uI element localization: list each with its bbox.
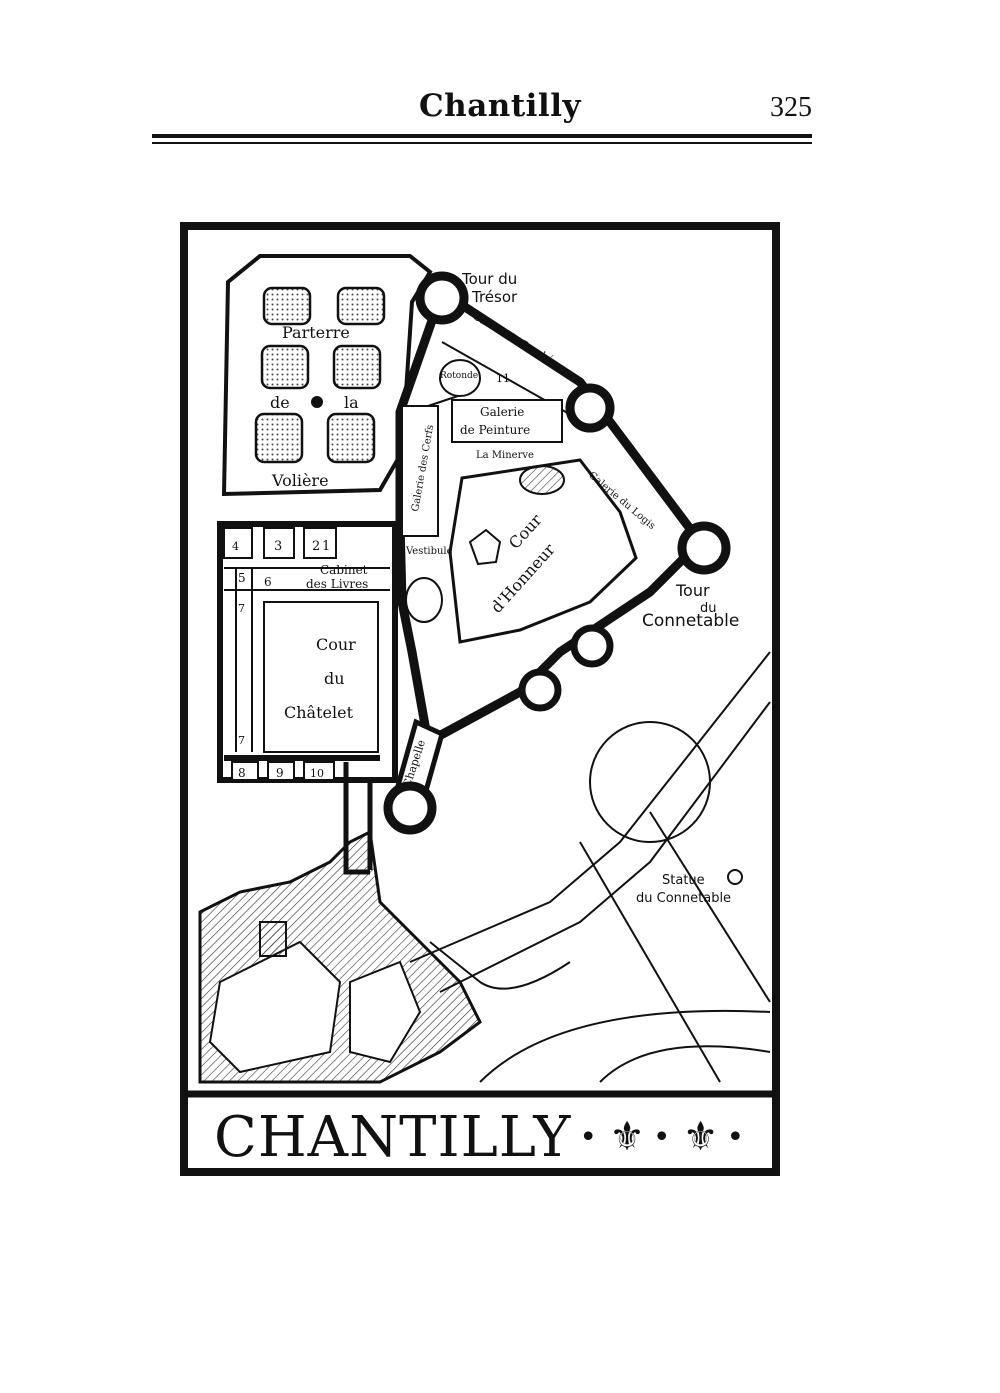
avenue-line: [479, 1009, 771, 1083]
label-galerie-peinture: Galerie: [480, 405, 524, 419]
label-tour-connetable: Tour: [675, 581, 710, 600]
label-vestibule: Vestibule: [405, 546, 453, 557]
avenue-line: [439, 701, 771, 993]
label-cour-chatelet: du: [324, 669, 345, 688]
label-cour-chatelet: Châtelet: [284, 703, 354, 722]
label-tour-connetable: Connetable: [642, 611, 739, 631]
avenue-line: [649, 811, 771, 1003]
staircase: [405, 577, 443, 623]
room-box: [223, 527, 253, 559]
drive-line: [429, 941, 571, 990]
room-number: 8: [238, 766, 246, 780]
label-statue: du Connetable: [636, 891, 731, 906]
map-cartouche: CHANTILLY • ⚜ • ⚜ •: [180, 1098, 780, 1176]
map-title: CHANTILLY: [214, 1104, 572, 1170]
garden-bed: [349, 960, 422, 1064]
galerie-de-peinture-room: [451, 399, 563, 443]
vestibule-star: [468, 528, 502, 566]
label-rotonde: Rotonde: [440, 371, 478, 381]
avenue-line: [409, 651, 771, 963]
label-tour-tresor: Trésor: [471, 288, 518, 306]
cour-d-honneur: [448, 458, 638, 644]
fleur-de-lis-icon: ⚜: [682, 1114, 719, 1160]
parterre-bed: [254, 412, 304, 464]
staircase: [519, 465, 565, 495]
label-cabinet-livres: des Livres: [306, 577, 368, 591]
label-cabinet-livres: Cabinet: [320, 563, 368, 577]
header-rule-thick: [152, 134, 812, 138]
page-number: 325: [770, 92, 812, 123]
room-number: 9: [276, 766, 284, 780]
ornament-dot: •: [652, 1119, 671, 1155]
label-de: de: [270, 393, 290, 412]
rotonde-room: [439, 359, 481, 397]
avenue-line: [579, 841, 721, 1083]
tour-galerie: [565, 383, 615, 433]
tour-chapelle: [383, 781, 437, 835]
label-tour-connetable: du: [700, 601, 717, 616]
room-box: [231, 761, 259, 781]
parterre-bed: [326, 412, 376, 464]
cour-du-chatelet: [263, 601, 379, 753]
parterre-bed: [262, 286, 312, 326]
entrance-tower: [570, 624, 614, 668]
header-rule-thin: [152, 142, 812, 144]
label-la: la: [344, 393, 359, 412]
garden-bed: [208, 940, 342, 1074]
room-box: [267, 761, 295, 781]
statue-icon: [727, 869, 743, 885]
roundabout: [589, 721, 711, 843]
label-voliere: Volière: [271, 471, 329, 490]
parterre-bed: [336, 286, 386, 326]
fleur-de-lis-icon: ⚜: [609, 1114, 645, 1160]
room-number: 1: [322, 539, 330, 554]
entrance-tower: [518, 668, 562, 712]
ornament-dot: •: [579, 1119, 598, 1155]
chateau-plan-map: Tour du Trésor Parterre de la Volière Ga…: [180, 222, 780, 1176]
map-svg: Tour du Trésor Parterre de la Volière Ga…: [180, 222, 780, 1176]
map-frame: [180, 222, 780, 1176]
fountain-icon: [311, 396, 323, 408]
garden-square: [259, 921, 287, 957]
tour-du-tresor: [415, 271, 469, 325]
label-galerie-peinture: de Peinture: [460, 423, 530, 437]
room-number: 3: [274, 539, 282, 554]
room-number: 4: [232, 540, 239, 553]
room-box: [303, 527, 337, 559]
room-number: 2: [312, 539, 320, 554]
ornament-dot: •: [726, 1119, 745, 1155]
tour-du-connetable: [677, 521, 731, 575]
label-statue: Statue: [662, 873, 705, 888]
room-number: 7: [238, 734, 245, 747]
room-number: 5: [238, 571, 246, 585]
parterre-beds: [254, 286, 386, 464]
label-la-minerve: La Minerve: [476, 450, 534, 461]
galerie-des-cerfs-room: [401, 405, 439, 537]
room-number: 6: [264, 575, 272, 589]
label-tour-tresor: Tour du: [461, 270, 517, 288]
label-cour-chatelet: Cour: [316, 635, 356, 654]
avenue-line: [599, 1045, 771, 1083]
room-number: 7: [238, 602, 245, 615]
page-title: Chantilly: [419, 88, 581, 124]
room-number: 10: [310, 767, 324, 780]
passage-wall: [343, 762, 370, 875]
parterre-bed: [332, 344, 382, 390]
parterre-bed: [260, 344, 310, 390]
room-number: 11: [496, 372, 510, 385]
label-parterre: Parterre: [282, 323, 350, 342]
room-box: [263, 527, 295, 559]
room-box: [303, 761, 335, 781]
